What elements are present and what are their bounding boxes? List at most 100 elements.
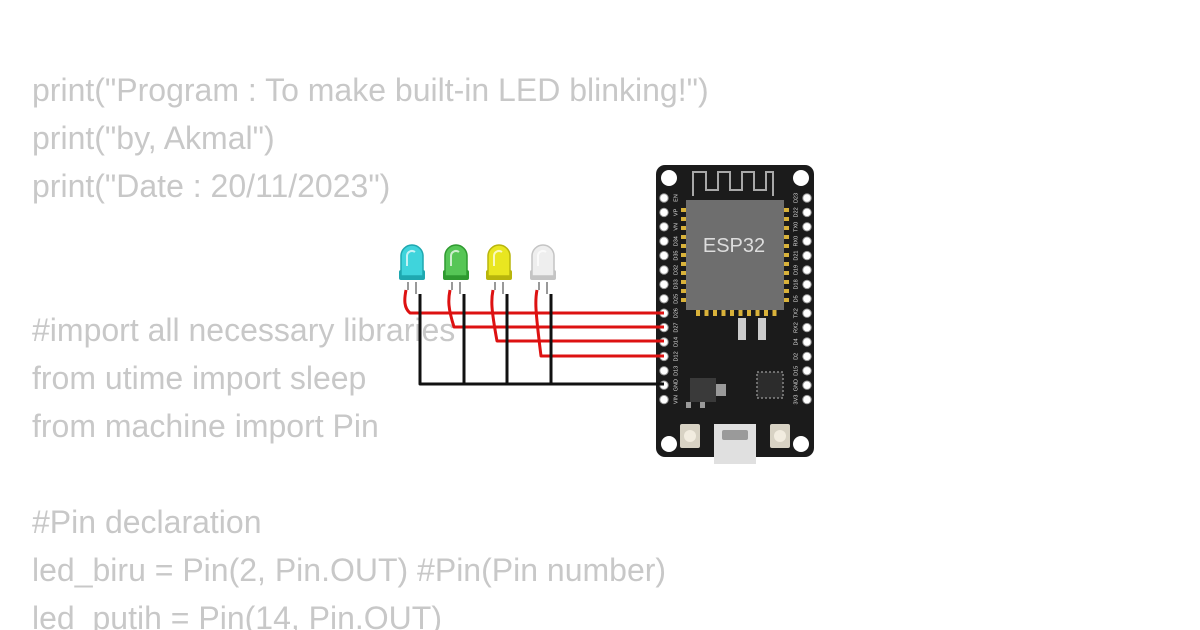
pin-d23[interactable]: [802, 193, 812, 203]
signal-wire: [490, 289, 664, 343]
pin-d4[interactable]: [802, 337, 812, 347]
pin-d21[interactable]: [802, 250, 812, 261]
module-pad: [681, 226, 687, 230]
mounting-hole: [661, 170, 677, 186]
module-pad: [713, 310, 717, 316]
pin-d18[interactable]: [802, 279, 812, 290]
pin-label: D5: [793, 295, 799, 302]
led-white[interactable]: [530, 244, 556, 294]
pin-d13[interactable]: [659, 366, 669, 376]
pin-label: D15: [793, 366, 799, 376]
module-pad: [696, 310, 700, 316]
led-group: [399, 244, 556, 294]
module-pad: [783, 298, 789, 302]
module-pad: [755, 310, 760, 316]
pin-d15[interactable]: [802, 366, 812, 376]
code-line: print("Program : To make built-in LED bl…: [32, 72, 709, 108]
mounting-hole: [793, 436, 809, 452]
pin-d5[interactable]: [802, 294, 812, 304]
pin-label: D34: [673, 236, 679, 246]
pin-d19[interactable]: [802, 265, 812, 275]
code-line: #Pin declaration: [32, 504, 262, 540]
pin-vn[interactable]: [659, 222, 669, 232]
pin-label: GND: [673, 379, 679, 391]
mounting-hole: [793, 170, 809, 186]
pin-d2[interactable]: [802, 351, 812, 362]
module-pad: [681, 298, 687, 302]
smd-component: [738, 318, 746, 340]
esp32-board[interactable]: ESP32 ENVPVND34D35D32D33D25D26D27D14D12D…: [656, 165, 814, 464]
pin-label: TX0: [793, 222, 799, 232]
esp32-module: [686, 200, 784, 310]
ground-wire: [462, 294, 664, 386]
module-pad: [783, 253, 789, 257]
module-pad: [681, 271, 687, 275]
code-line: print("Date : 20/11/2023"): [32, 168, 391, 204]
en-button[interactable]: [680, 424, 700, 448]
module-pad: [681, 253, 687, 257]
boot-button[interactable]: [770, 424, 790, 448]
left-pin-labels: ENVPVND34D35D32D33D25D26D27D14D12D13GNDV…: [673, 194, 679, 404]
pin-label: TX2: [793, 308, 799, 318]
pin-d25[interactable]: [659, 294, 669, 304]
pin-vp[interactable]: [659, 207, 669, 218]
ground-wire: [505, 294, 664, 386]
regulator-tab: [716, 384, 726, 396]
pin-gnd[interactable]: [802, 380, 812, 390]
right-pin-labels: D23D22TX0RX0D21D19D18D5TX2RX2D4D2D15GND3…: [793, 193, 799, 405]
module-pad: [772, 310, 777, 316]
module-pad: [783, 262, 789, 266]
code-line: print("by, Akmal"): [32, 120, 275, 156]
pin-label: D25: [673, 294, 679, 304]
code-line: #import all necessary libraries: [32, 312, 456, 348]
pin-label: D13: [673, 366, 679, 376]
module-pad: [681, 217, 687, 221]
pin-label: D33: [673, 279, 679, 289]
pin-label: RX0: [793, 236, 799, 247]
code-line: led_putih = Pin(14, Pin.OUT): [32, 600, 442, 630]
module-pad: [783, 217, 789, 221]
pin-label: RX2: [793, 322, 799, 333]
pin-en[interactable]: [659, 193, 669, 203]
module-pad: [738, 310, 743, 316]
micro-usb-port[interactable]: [714, 424, 756, 464]
ground-wire: [549, 294, 664, 386]
pin-d22[interactable]: [802, 207, 812, 218]
led-yellow[interactable]: [486, 244, 512, 294]
pin-label: VN: [673, 223, 679, 231]
signal-wire: [403, 289, 664, 315]
usb-serial-chip: [756, 371, 784, 399]
pin-d33[interactable]: [659, 279, 669, 290]
pin-label: D4: [793, 338, 799, 345]
pin-label: D2: [793, 353, 799, 360]
pin-label: D26: [673, 308, 679, 318]
module-pad: [681, 280, 687, 284]
pin-rx0[interactable]: [802, 236, 812, 246]
pin-3v3[interactable]: [802, 394, 812, 405]
pin-label: D23: [793, 193, 799, 203]
led-cyan[interactable]: [399, 244, 425, 294]
pin-tx2[interactable]: [802, 308, 812, 318]
module-pad: [730, 310, 734, 316]
pin-label: D19: [793, 265, 799, 275]
led-green[interactable]: [443, 244, 469, 294]
pin-label: D27: [673, 323, 679, 333]
pin-d32[interactable]: [659, 265, 669, 275]
pin-label: 3V3: [793, 395, 799, 405]
pin-label: EN: [673, 194, 679, 202]
pin-d34[interactable]: [659, 236, 669, 246]
module-pad: [681, 262, 687, 266]
ground-wire: [418, 294, 664, 386]
pin-vin[interactable]: [659, 394, 669, 405]
module-pad: [681, 244, 687, 248]
pin-tx0[interactable]: [802, 222, 812, 232]
pin-label: D35: [673, 251, 679, 261]
pin-label: D21: [793, 251, 799, 261]
pin-label: D18: [793, 279, 799, 289]
pin-d35[interactable]: [659, 250, 669, 261]
module-pad: [783, 289, 789, 293]
module-pad: [681, 235, 687, 239]
module-pads: [681, 208, 789, 316]
pin-rx2[interactable]: [802, 322, 812, 333]
module-pad: [681, 289, 687, 293]
